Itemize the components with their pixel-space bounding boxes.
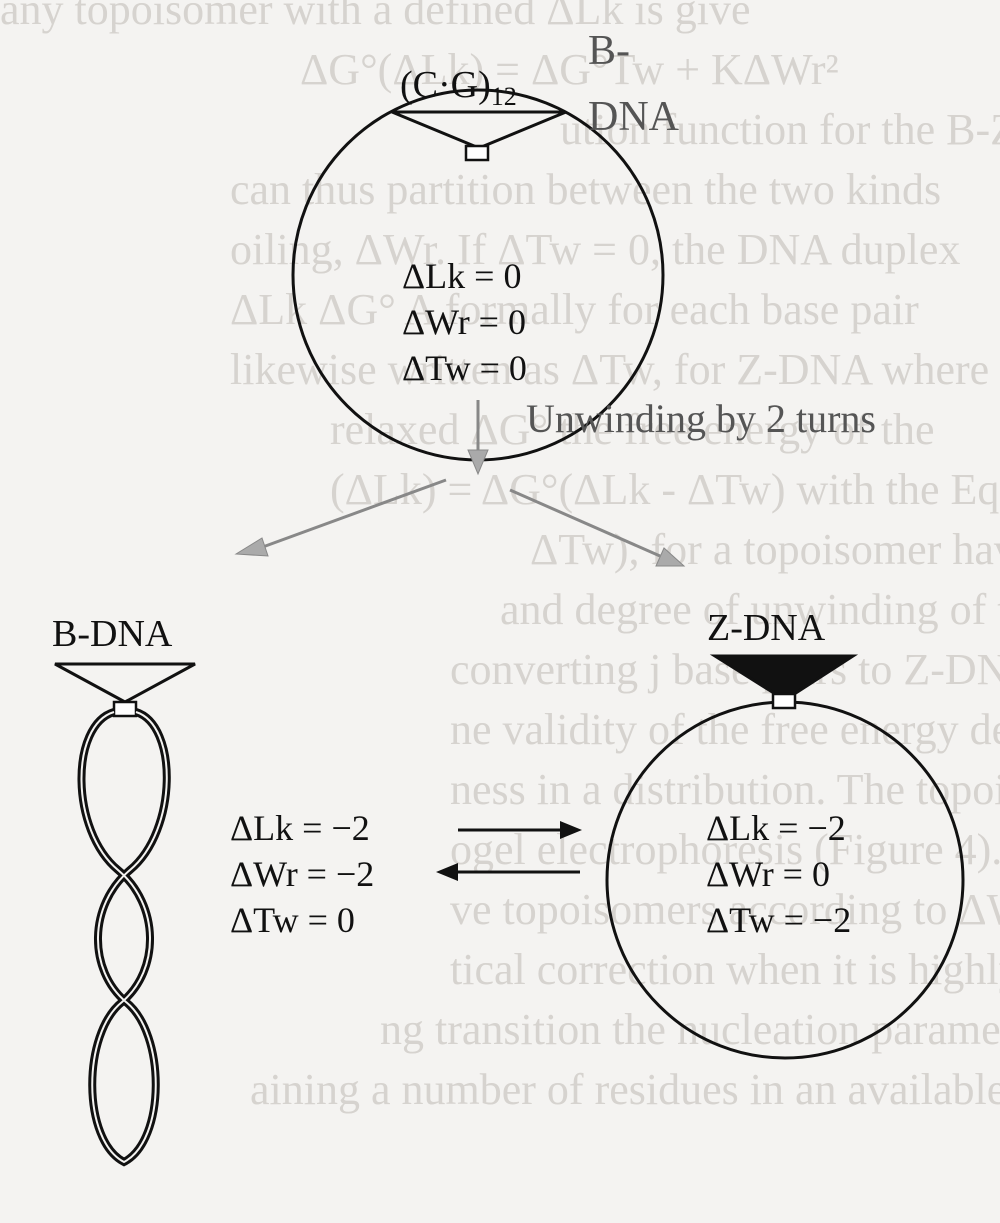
right-state-tw: ΔTw = −2 (706, 900, 851, 940)
zdna-plasmid: Z-DNA ΔLk = −2 ΔWr = 0 ΔTw = −2 (605, 607, 965, 1060)
unwinding-label: Unwinding by 2 turns (526, 396, 876, 441)
annotation-bdna-line2: DNA (588, 94, 680, 140)
equilibrium-arrows (436, 821, 582, 881)
bdna-supercoil-inner (80, 711, 168, 1164)
top-state-wr: ΔWr = 0 (402, 302, 526, 342)
left-state-wr: ΔWr = −2 (230, 854, 374, 894)
right-state-wr: ΔWr = 0 (706, 854, 830, 894)
reverse-arrow-head (436, 863, 458, 881)
bdna-title: B-DNA (52, 613, 173, 655)
top-insert-triangle (391, 110, 567, 150)
annotation-bdna-line1: B- (588, 28, 630, 74)
top-state-lk: ΔLk = 0 (402, 256, 521, 296)
top-insert-label: (C·G)12 (400, 64, 517, 111)
left-state-lk: ΔLk = −2 (230, 808, 370, 848)
bdna-insert-triangle (54, 662, 196, 704)
zdna-title: Z-DNA (707, 607, 826, 649)
top-state-tw: ΔTw = 0 (402, 348, 527, 388)
bdna-plasmid: B-DNA (52, 613, 196, 1167)
forward-arrow-head (560, 821, 582, 839)
top-insert-box (464, 144, 490, 162)
unwinding-arrow (234, 400, 686, 567)
bdna-supercoil-strand (77, 708, 171, 1167)
zdna-insert-box (771, 692, 797, 710)
top-plasmid: (C·G)12 ΔLk = 0 ΔWr = 0 ΔTw = 0 (291, 64, 665, 462)
zdna-insert-triangle (709, 654, 859, 702)
left-state-tw: ΔTw = 0 (230, 900, 355, 940)
right-state-lk: ΔLk = −2 (706, 808, 846, 848)
bdna-insert-box (112, 700, 138, 718)
